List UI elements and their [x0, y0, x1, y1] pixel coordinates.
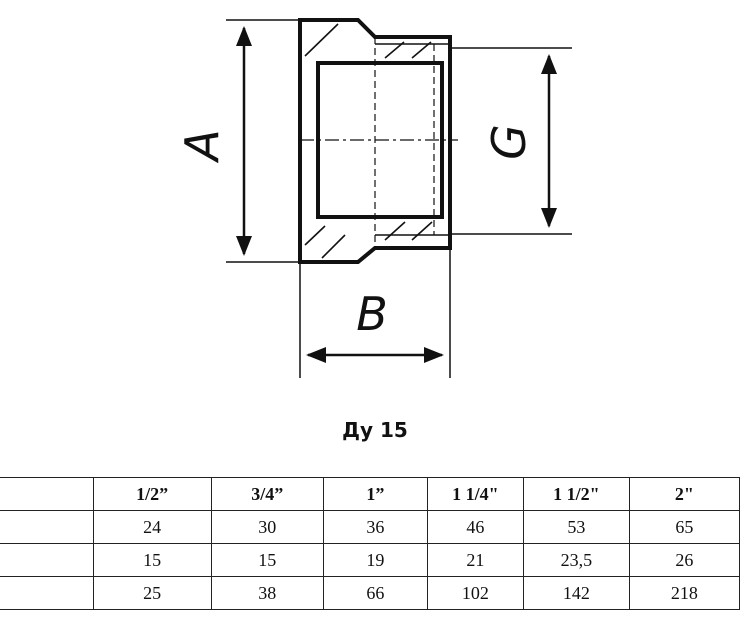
dimension-b: B — [299, 248, 451, 378]
table-cell: 23,5 — [522, 543, 630, 577]
table-row: 15 15 19 21 23,5 26 — [0, 543, 741, 577]
dimension-a-label: A — [175, 129, 229, 163]
table-header-cell: 3/4” — [210, 477, 324, 511]
table-row: 25 38 66 102 142 218 — [0, 576, 741, 610]
table-cell: 46 — [426, 510, 524, 544]
table-cell: 30 — [210, 510, 324, 544]
table-header-cell: 1/2” — [92, 477, 212, 511]
dimension-b-label: B — [356, 287, 388, 341]
diameter-caption: Ду 15 — [342, 418, 408, 442]
table-header-cell: 2" — [628, 477, 741, 511]
fitting-technical-drawing: A G B — [175, 18, 572, 378]
table-cell: 25 — [92, 576, 212, 610]
table-cell: 26 — [628, 543, 741, 577]
dimension-a: A — [175, 19, 300, 263]
table-cell: 36 — [322, 510, 428, 544]
table-cell — [0, 510, 94, 544]
table-cell: 66 — [322, 576, 428, 610]
table-cell: 15 — [92, 543, 212, 577]
table-cell: 21 — [426, 543, 524, 577]
table-cell: 15 — [210, 543, 324, 577]
dimension-g-label: G — [482, 124, 536, 160]
table-cell: 38 — [210, 576, 324, 610]
table-cell: 19 — [322, 543, 428, 577]
dimension-g: G — [450, 47, 572, 235]
table-cell: 218 — [628, 576, 741, 610]
table-header-cell: 1 1/2" — [522, 477, 630, 511]
table-cell — [0, 576, 94, 610]
table-cell — [0, 543, 94, 577]
table-cell: 102 — [426, 576, 524, 610]
section-hatching — [304, 23, 433, 259]
table-cell: 65 — [628, 510, 741, 544]
table-row: 24 30 36 46 53 65 — [0, 510, 741, 544]
dimensions-table: 1/2” 3/4” 1” 1 1/4" 1 1/2" 2" 24 30 36 4… — [0, 477, 741, 610]
table-cell: 53 — [522, 510, 630, 544]
table-cell: 24 — [92, 510, 212, 544]
table-header-cell — [0, 477, 94, 511]
table-header-row: 1/2” 3/4” 1” 1 1/4" 1 1/2" 2" — [0, 477, 741, 511]
table-cell: 142 — [522, 576, 630, 610]
table-header-cell: 1 1/4" — [426, 477, 524, 511]
table-header-cell: 1” — [322, 477, 428, 511]
